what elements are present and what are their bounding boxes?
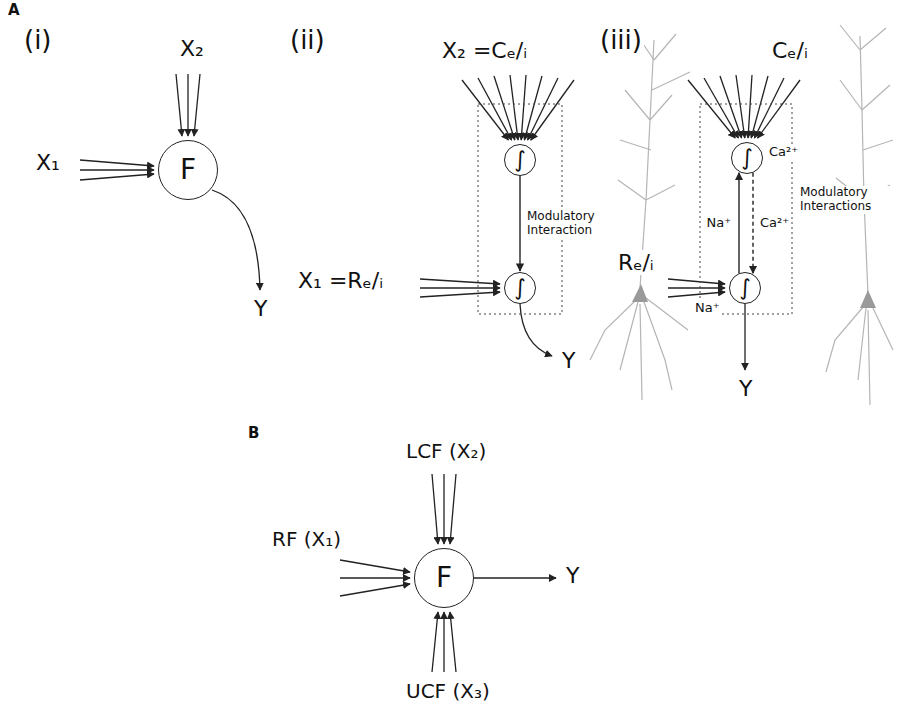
panel-letter: A <box>6 2 22 19</box>
input-label: X₂ =Cₑ/ᵢ <box>440 38 529 63</box>
node-symbol: F <box>436 564 452 592</box>
modulatory-arrow <box>738 173 739 273</box>
integrator-node: ∫ <box>504 144 536 176</box>
subpanel-label: (i) <box>22 26 54 56</box>
modulatory-arrow <box>519 176 520 271</box>
input-label: UCF (X₃) <box>404 680 492 703</box>
input-label: RF (X₁) <box>270 528 343 551</box>
output-label: Y <box>564 563 581 588</box>
input-label: Rₑ/ᵢ <box>616 250 656 275</box>
output-label: Y <box>737 376 754 401</box>
integrator-node: ∫ <box>504 272 536 304</box>
input-label: X₁ <box>34 150 62 175</box>
dotted-boundary <box>478 104 792 314</box>
edge-label: Na⁺ <box>704 216 733 231</box>
integrator-node: ∫Na⁺ <box>729 272 761 304</box>
ion-label: Na⁺ <box>694 301 721 315</box>
node-symbol: F <box>180 156 196 184</box>
node-symbol: ∫ <box>739 277 750 299</box>
panel-letter: B <box>246 425 261 442</box>
function-node: F <box>414 548 474 608</box>
modulatory-arrow <box>752 173 753 273</box>
node-symbol: ∫ <box>514 277 525 299</box>
input-label: X₂ <box>178 36 206 61</box>
function-node: F <box>158 140 218 200</box>
integrator-node: ∫Ca²⁺ <box>731 142 763 174</box>
subpanel-label: (ii) <box>288 26 327 56</box>
node-symbol: ∫ <box>514 149 525 171</box>
output-label: Y <box>560 348 577 373</box>
input-label: LCF (X₂) <box>404 440 488 463</box>
input-label: X₁ =Rₑ/ᵢ <box>296 268 385 293</box>
input-label: Cₑ/ᵢ <box>770 38 810 63</box>
ion-label: Ca²⁺ <box>768 145 799 159</box>
annotation-text: Modulatory Interactions <box>798 186 894 214</box>
node-symbol: ∫ <box>741 147 752 169</box>
edge-label: Modulatory Interaction <box>525 210 613 238</box>
edge-label: Ca²⁺ <box>758 216 791 231</box>
input-arrows <box>80 74 800 672</box>
neuron-illustration <box>590 25 893 405</box>
subpanel-label: (iii) <box>598 26 644 56</box>
output-label: Y <box>252 296 269 321</box>
